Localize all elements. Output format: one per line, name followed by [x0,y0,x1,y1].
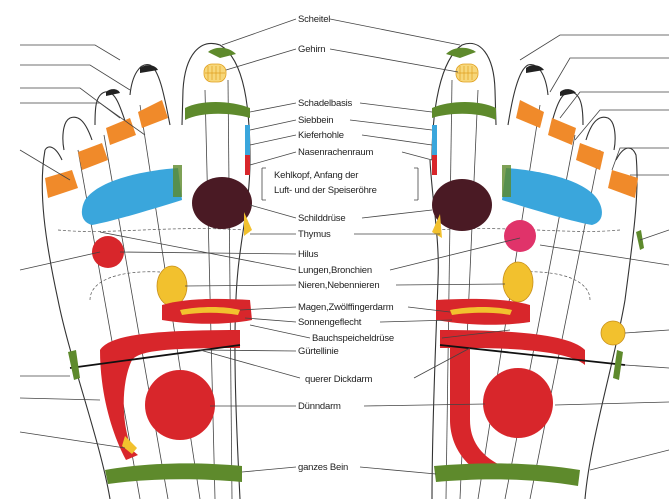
right-schaedelbasis-zone [432,102,496,120]
label-gehirn: Gehirn [298,44,325,55]
right-nieren-zone [503,262,533,302]
right-lungen-zone [502,168,602,225]
left-bein-zone [105,463,242,484]
left-toe-band [106,118,136,145]
left-toe-band [138,100,168,128]
right-toe-band [576,143,604,170]
right-foot [430,43,644,499]
right-green-strip [502,165,511,197]
label-schaedelbasis: Schadelbasis [298,98,353,109]
left-duenndarm-zone [145,370,215,440]
right-toe-band [516,100,544,128]
zone-line [446,80,452,499]
label-querer-dickdarm: querer Dickdarm [305,374,373,385]
label-scheitel: Scheitel [298,14,330,25]
left-schaedelbasis-zone [185,102,250,120]
toe-tip-dark [560,89,576,96]
right-siebbein-strip [432,125,437,155]
left-waist-green [68,350,80,380]
right-schilddruese-zone [432,179,492,231]
label-siebbein: Siebbein [298,115,333,126]
label-bauchspeicheldruese: Bauchspeicheldrüse [312,333,394,344]
right-toe-band [548,118,576,145]
label-kieferhoehle: Kieferhohle [298,130,344,141]
right-kiefer-strip [432,155,437,175]
label-thymus: Thymus [298,229,331,240]
left-green-strip [173,165,182,197]
label-ganzes-bein: ganzes Bein [298,462,348,473]
label-sonnengeflecht: Sonnengeflecht [298,317,362,328]
left-schilddruese-zone [192,177,252,229]
label-nasenrachenraum: Nasenrachenraum [298,147,373,158]
label-nieren: Nieren,Nebennieren [298,280,379,291]
label-kehlkopf-line2: Luft- und der Speiseröhre [274,185,377,196]
right-pink-circle [504,220,536,252]
right-gehirn-zone [456,64,478,82]
left-lungen-zone [82,168,182,225]
labels: Scheitel Gehirn Schadelbasis Siebbein Ki… [274,14,394,473]
label-schilddruese: Schilddrüse [298,213,345,224]
left-siebbein-strip [245,125,250,155]
left-kiefer-strip [245,155,250,175]
label-magen: Magen,Zwölffingerdarm [298,302,394,313]
label-duenndarm: Dünndarm [298,401,341,412]
toe-tip-dark [140,65,158,73]
left-gehirn-zone [204,64,226,82]
dashed-zone [58,229,245,232]
right-bein-zone [434,463,580,486]
right-yellow-circle [601,321,625,345]
left-foot [42,43,252,499]
zone-line [205,90,215,499]
label-lungen: Lungen,Bronchien [298,265,372,276]
left-toe-band [78,143,108,170]
label-kehlkopf-line1: Kehlkopf, Anfang der [274,170,358,181]
right-toe-band [608,170,638,198]
right-scheitel-zone [446,48,476,58]
label-hilus: Hilus [298,249,319,260]
right-duenndarm-zone [483,368,553,438]
left-toe-band [45,170,78,198]
zone-line [228,80,232,499]
left-nieren-zone [157,266,187,306]
label-guertellinie: Gürtellinie [298,346,339,357]
left-red-circle [92,236,124,268]
